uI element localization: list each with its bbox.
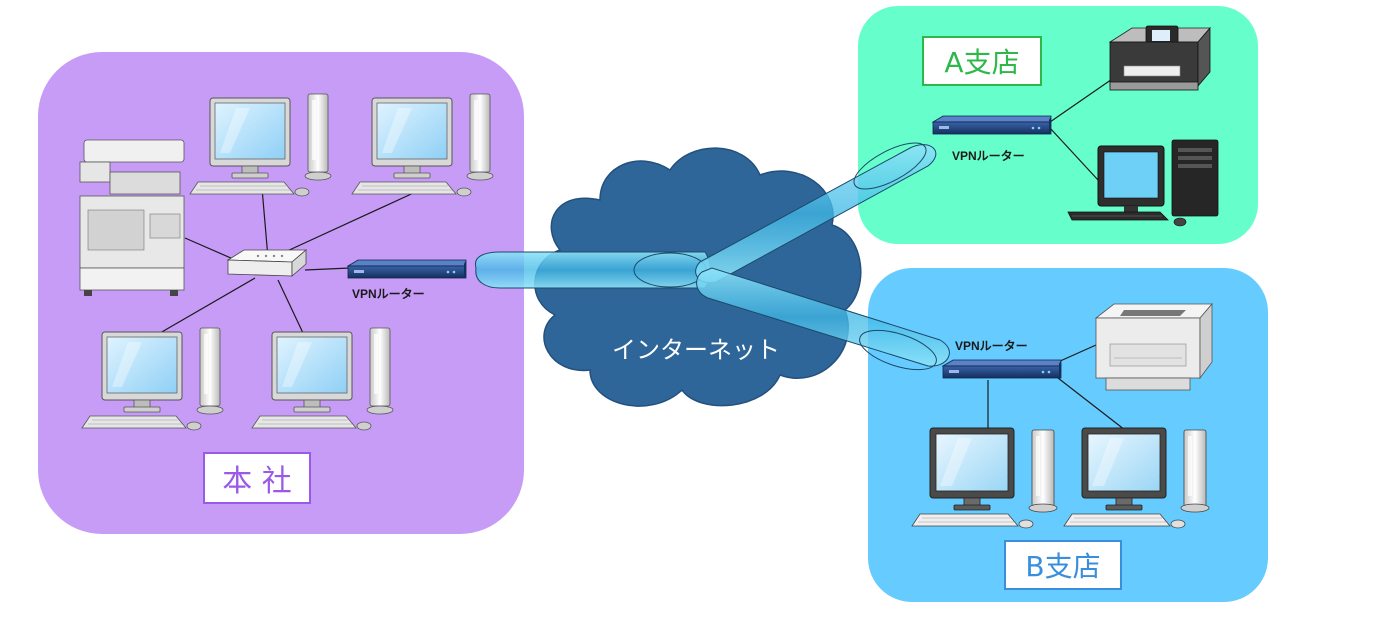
tunnel-to-branch-b xyxy=(696,267,950,371)
laser-printer-icon xyxy=(1094,302,1213,391)
inkjet-printer-icon xyxy=(1108,25,1211,91)
branch-a-label: A支店 xyxy=(922,36,1042,86)
tunnel-to-headquarters xyxy=(474,251,711,289)
desktop-pc-icon xyxy=(1067,139,1219,227)
vpn-router-icon xyxy=(942,359,1062,379)
headquarters-label: 本 社 xyxy=(203,452,311,504)
vpn-router-icon xyxy=(347,259,467,279)
headquarters-links xyxy=(159,187,421,334)
network-hub-icon xyxy=(226,249,308,277)
headquarters-router-label: VPNルーター xyxy=(352,287,425,301)
multifunction-printer-icon xyxy=(79,139,185,296)
branch-a-links xyxy=(1049,74,1119,181)
branch-b-label: B支店 xyxy=(1004,540,1122,590)
vpn-router-icon xyxy=(932,115,1052,135)
tunnel-to-branch-a xyxy=(695,142,937,284)
internet-label: インターネット xyxy=(612,336,780,364)
branch-b-router-label: VPNルーター xyxy=(955,339,1028,353)
branch-b-links xyxy=(987,344,1126,431)
vpn-tunnels xyxy=(474,142,950,371)
branch-a-router-label: VPNルーター xyxy=(952,149,1025,163)
